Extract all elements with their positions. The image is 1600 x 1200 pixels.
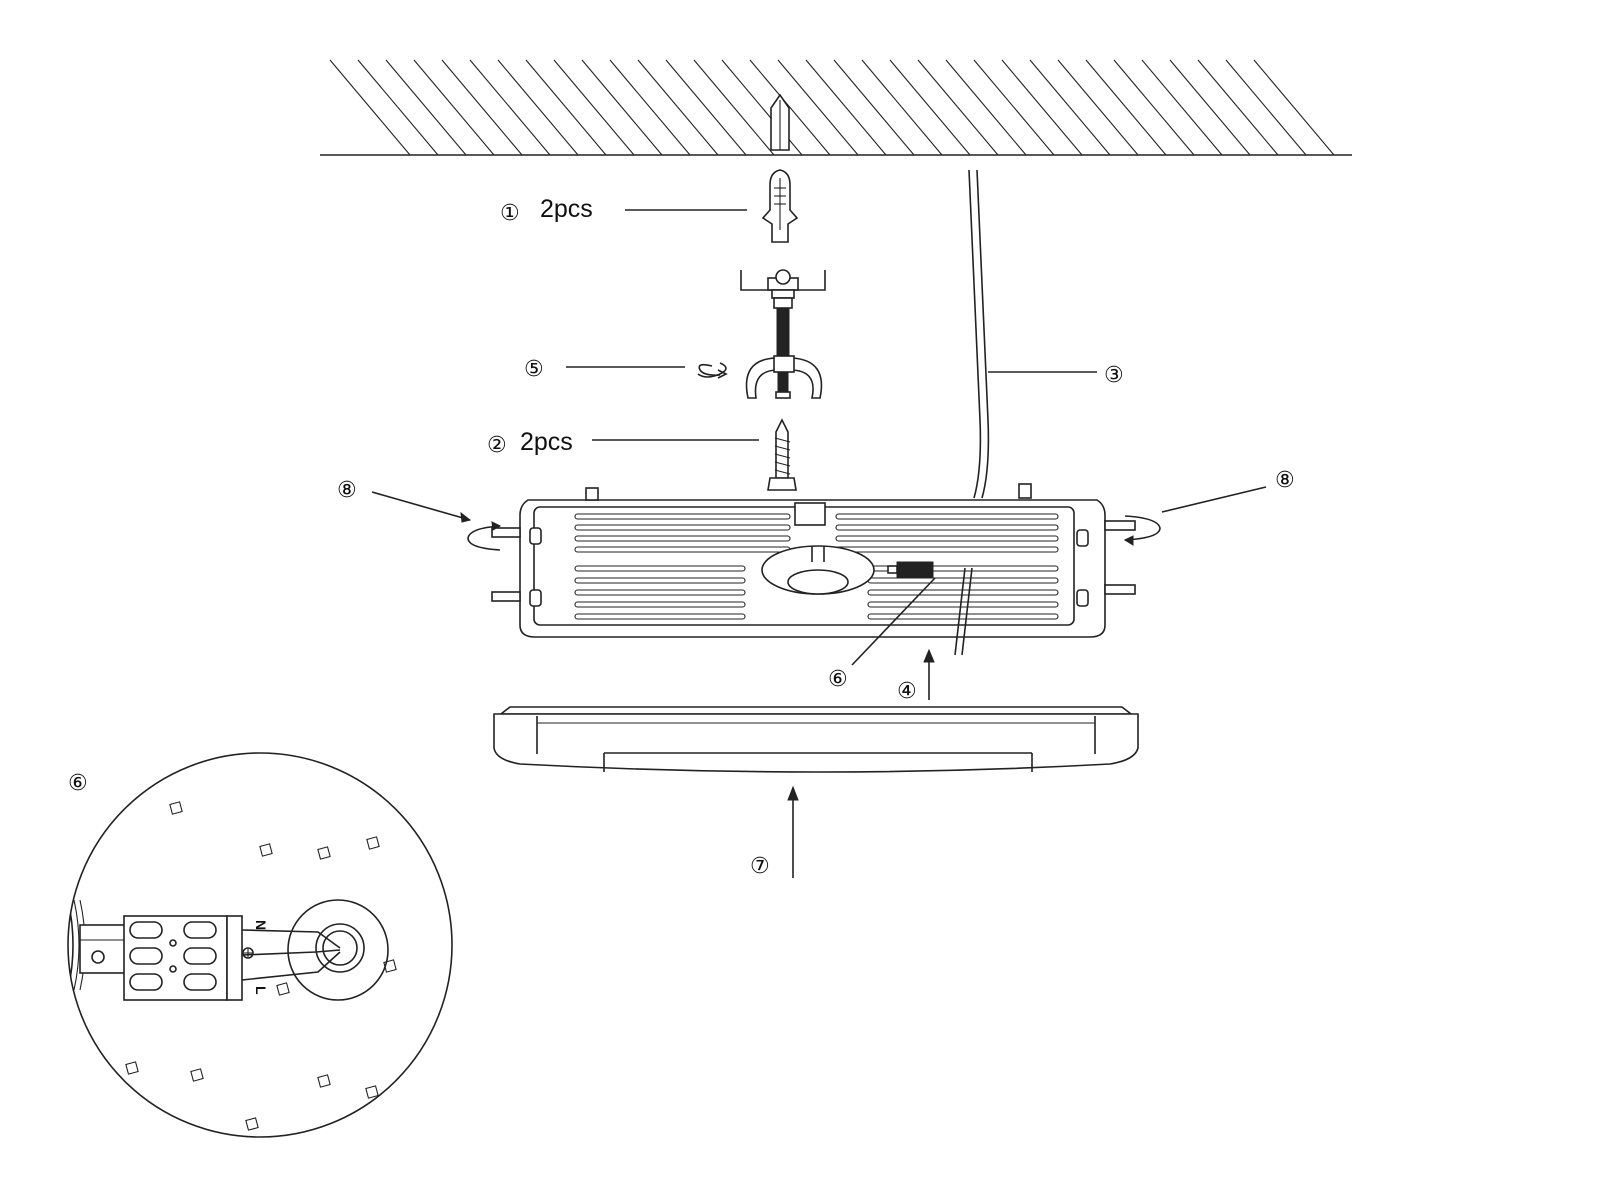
callout-3-marker: ③ [1104, 363, 1124, 388]
wiring-detail: ⑥ [67, 752, 453, 1138]
callout-2-marker: ② [487, 433, 507, 458]
mains-cable [968, 169, 990, 499]
wall-plug-part [761, 169, 799, 243]
detail-marker: ⑥ [68, 771, 88, 796]
ceiling [320, 59, 1352, 156]
callout-8-left-marker: ⑧ [337, 478, 357, 503]
callout-5-marker: ⑤ [524, 357, 544, 382]
callout-8-left: ⑧ [337, 478, 502, 551]
callout-1-quantity: 2pcs [540, 195, 593, 223]
callout-1-marker: ① [500, 201, 520, 226]
callout-7-marker: ⑦ [750, 854, 770, 879]
callout-4: ④ [897, 648, 935, 704]
detail-screw-holes [125, 801, 397, 1131]
screw-part [767, 418, 797, 491]
terminal-n-label: N [253, 920, 269, 930]
callout-1: ① 2pcs [500, 195, 747, 226]
fixture-cover [493, 706, 1139, 773]
fixture-base-plate [491, 483, 1136, 656]
callout-2: ② 2pcs [487, 428, 759, 458]
callout-6-marker: ⑥ [828, 667, 848, 692]
callout-3: ③ [988, 363, 1124, 388]
callout-8-right-marker: ⑧ [1275, 468, 1295, 493]
callout-7: ⑦ [750, 785, 799, 879]
ceiling-hatching [329, 59, 1335, 156]
mounting-bracket-part [740, 269, 826, 399]
callout-5: ⑤ [524, 357, 728, 382]
callout-6: ⑥ [828, 577, 936, 692]
drill-hole-marker [770, 93, 790, 151]
callout-2-quantity: 2pcs [520, 428, 573, 456]
callout-8-right: ⑧ [1123, 468, 1295, 546]
terminal-l-label: L [253, 986, 269, 995]
callout-4-marker: ④ [897, 679, 917, 704]
